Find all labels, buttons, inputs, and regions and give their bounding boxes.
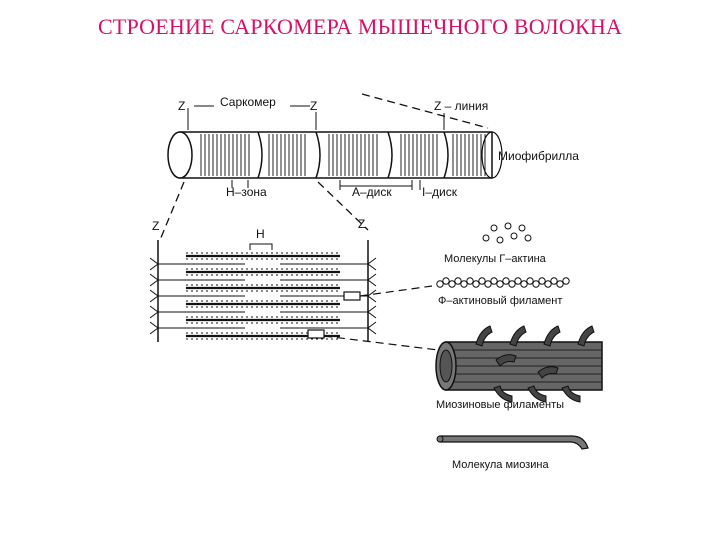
f-actin-label: Ф–актиновый филамент: [438, 295, 562, 307]
myosin-molecule-label: Молекула миозина: [452, 459, 549, 471]
z-label-lower-right: Z: [358, 217, 365, 231]
myofibril-label: Миофибрилла: [498, 149, 579, 163]
h-label-lower: Н: [256, 227, 265, 241]
z-label-left: Z: [178, 99, 185, 113]
sarcomere-filaments: [149, 240, 439, 351]
h-zone-label: Н–зона: [226, 185, 267, 199]
myosin-filaments-label: Миозиновые филаменты: [436, 399, 564, 411]
z-label-mid: Z: [310, 99, 317, 113]
a-disk-label: А–диск: [352, 185, 392, 199]
page-title: СТРОЕНИЕ САРКОМЕРА МЫШЕЧНОГО ВОЛОКНА: [97, 14, 623, 39]
i-disk-label: I–диск: [422, 185, 458, 199]
z-label-lower-left: Z: [152, 219, 159, 233]
sarcomere-bracket: [187, 105, 317, 130]
f-actin-filament: [436, 277, 570, 288]
sarcomere-label: Саркомер: [220, 95, 276, 109]
myosin-filament-bundle: [435, 325, 603, 403]
g-actin-label: Молекулы Г–актина: [444, 253, 547, 265]
g-actin-molecules: [482, 222, 532, 244]
myofibril-cylinder: [167, 131, 503, 179]
myosin-molecule: [436, 435, 589, 450]
z-line-label: Z – линия: [434, 99, 488, 113]
